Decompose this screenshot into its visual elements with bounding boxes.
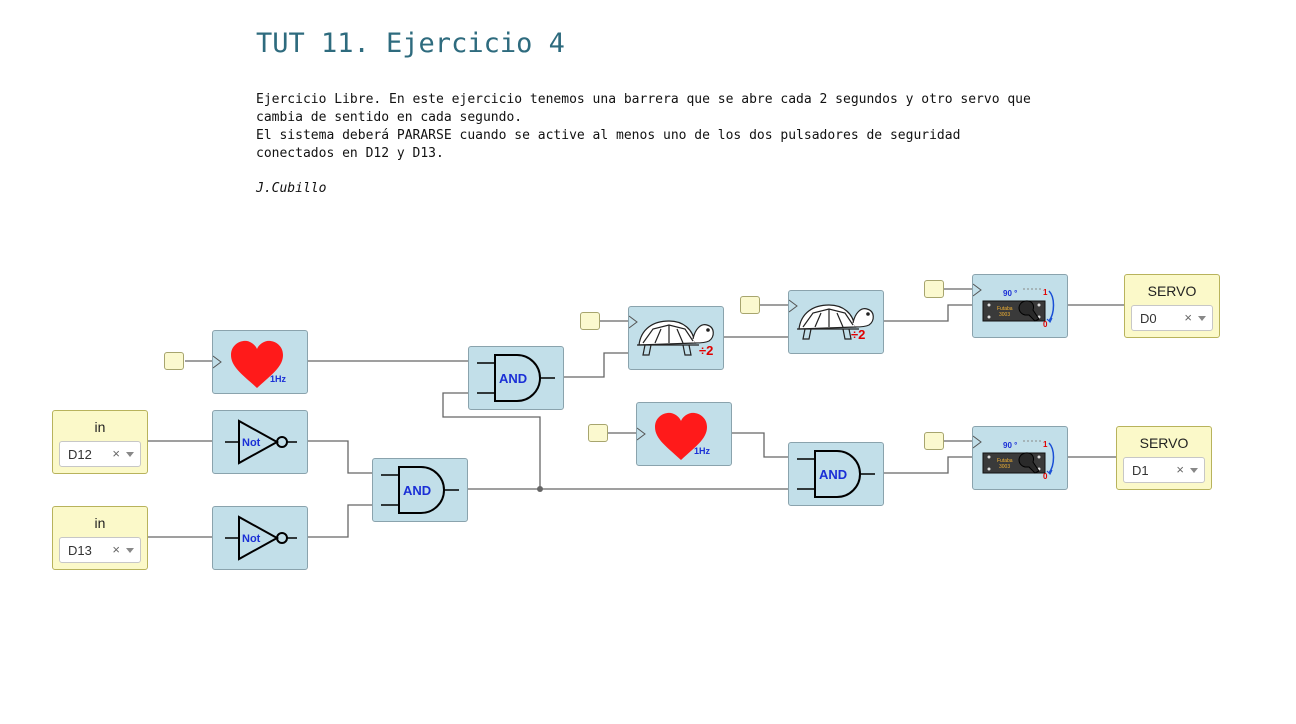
input-d12: in D12 ×	[52, 410, 148, 474]
chevron-down-icon[interactable]	[126, 548, 134, 553]
servo-icon: Futaba 3003	[982, 288, 1055, 324]
wire	[883, 456, 972, 474]
input-label: in	[94, 419, 106, 435]
pin-value: D0	[1140, 311, 1157, 326]
servo-block-2[interactable]: 90 ° Futaba 3003 1 0	[972, 426, 1068, 490]
wire	[731, 432, 788, 458]
gate-label: Not	[242, 533, 261, 545]
wire	[307, 504, 372, 538]
port-heart2[interactable]	[588, 424, 608, 442]
gate-label: Not	[242, 437, 261, 449]
heartbeat-freq: 1Hz	[694, 446, 711, 456]
svg-text:3003: 3003	[999, 464, 1010, 470]
wire	[883, 304, 972, 322]
not-gate-icon	[238, 419, 280, 465]
servo-angle: 90 °	[1003, 289, 1017, 298]
pin-select-d0[interactable]: D0 ×	[1131, 305, 1213, 331]
port-servo2[interactable]	[924, 432, 944, 450]
chevron-down-icon[interactable]	[126, 452, 134, 457]
exercise-description: Ejercicio Libre. En este ejercicio tenem…	[256, 92, 1031, 161]
input-d13: in D13 ×	[52, 506, 148, 570]
and-gate-1[interactable]: AND	[372, 458, 468, 522]
and-gate-icon	[814, 450, 861, 498]
servo-angle: 90 °	[1003, 441, 1017, 450]
clear-icon[interactable]: ×	[112, 542, 120, 557]
heartbeat-freq: 1Hz	[270, 374, 287, 384]
divider-label: ÷2	[699, 343, 713, 358]
wire	[307, 440, 372, 474]
and-gate-3[interactable]: AND	[788, 442, 884, 506]
not-gate-2[interactable]: Not	[212, 506, 308, 570]
clear-icon[interactable]: ×	[1184, 310, 1192, 325]
svg-text:Futaba: Futaba	[997, 458, 1013, 464]
clear-icon[interactable]: ×	[1176, 462, 1184, 477]
wire	[442, 392, 541, 489]
divider-label: ÷2	[851, 327, 865, 342]
heartbeat-block-1[interactable]: 1Hz	[212, 330, 308, 394]
pin-value: D1	[1132, 463, 1149, 478]
servo-bottom: 0	[1043, 472, 1048, 481]
servo-block-1[interactable]: 90 ° Futaba 3003 1 0	[972, 274, 1068, 338]
pin-value: D12	[68, 447, 92, 462]
turtle-icon	[637, 320, 714, 356]
divider-block-1[interactable]: ÷2	[628, 306, 724, 370]
pin-select-d1[interactable]: D1 ×	[1123, 457, 1205, 483]
gate-label: AND	[819, 467, 847, 482]
chevron-down-icon[interactable]	[1198, 316, 1206, 321]
author: J.Cubillo	[256, 181, 327, 196]
page-title: TUT 11. Ejercicio 4	[256, 28, 565, 59]
output-label: SERVO	[1139, 435, 1189, 451]
pin-value: D13	[68, 543, 92, 558]
heartbeat-block-2[interactable]: 1Hz	[636, 402, 732, 466]
svg-text:Futaba: Futaba	[997, 306, 1013, 312]
not-gate-icon	[238, 515, 280, 561]
clear-icon[interactable]: ×	[112, 446, 120, 461]
pin-select-d12[interactable]: D12 ×	[59, 441, 141, 467]
output-servo-d1: SERVO D1 ×	[1116, 426, 1212, 490]
chevron-down-icon[interactable]	[1190, 468, 1198, 473]
divider-block-2[interactable]: ÷2	[788, 290, 884, 354]
port-servo1[interactable]	[924, 280, 944, 298]
output-label: SERVO	[1147, 283, 1197, 299]
and-gate-icon	[398, 466, 445, 514]
heart-icon	[231, 340, 283, 388]
port-div2[interactable]	[740, 296, 760, 314]
gate-label: AND	[403, 483, 431, 498]
wire	[563, 352, 628, 378]
servo-top: 1	[1043, 288, 1048, 297]
turtle-icon	[797, 304, 874, 340]
output-servo-d0: SERVO D0 ×	[1124, 274, 1220, 338]
heart-icon	[655, 412, 707, 460]
junction-dot	[537, 486, 543, 492]
servo-bottom: 0	[1043, 320, 1048, 329]
port-div1[interactable]	[580, 312, 600, 330]
gate-label: AND	[499, 371, 527, 386]
servo-top: 1	[1043, 440, 1048, 449]
and-gate-icon	[494, 354, 541, 402]
and-gate-2[interactable]: AND	[468, 346, 564, 410]
not-gate-1[interactable]: Not	[212, 410, 308, 474]
port-heart1[interactable]	[164, 352, 184, 370]
svg-text:3003: 3003	[999, 312, 1010, 318]
pin-select-d13[interactable]: D13 ×	[59, 537, 141, 563]
servo-icon: Futaba 3003	[982, 440, 1055, 476]
input-label: in	[94, 515, 106, 531]
